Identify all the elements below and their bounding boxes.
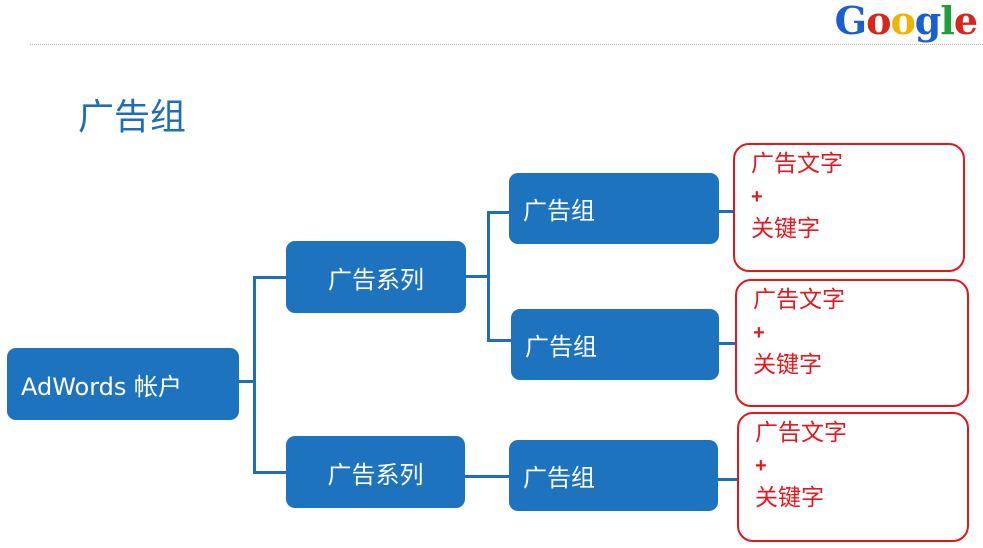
page-title: 广告组: [78, 97, 187, 138]
header-divider: [30, 44, 983, 45]
ad-text-label: 广告文字: [755, 420, 847, 446]
plus-sign: +: [753, 322, 765, 344]
ad-group-node: 广告组: [509, 173, 719, 244]
plus-sign: +: [755, 455, 767, 477]
ad-group-node: 广告组: [511, 309, 719, 380]
logo-letter: g: [914, 0, 942, 43]
ad-text-label: 广告文字: [751, 151, 843, 177]
connector: [253, 276, 286, 279]
ad-group-node: 广告组: [509, 440, 718, 511]
campaign-node: 广告系列: [286, 241, 466, 313]
campaign-label: 广告系列: [328, 265, 424, 294]
ad-detail-box: 广告文字 + 关键字: [735, 279, 969, 407]
account-node: AdWords 帐户: [7, 348, 239, 420]
google-logo: Google: [834, 0, 978, 43]
connector: [465, 275, 489, 278]
ad-group-label: 广告组: [523, 197, 595, 225]
ad-group-label: 广告组: [523, 464, 595, 492]
connector: [253, 471, 286, 474]
ad-text-label: 广告文字: [753, 287, 845, 313]
connector: [238, 380, 254, 383]
keyword-label: 关键字: [751, 216, 820, 242]
keyword-label: 关键字: [755, 485, 824, 511]
logo-letter: G: [834, 0, 867, 43]
campaign-node: 广告系列: [286, 436, 465, 508]
logo-letter: l: [940, 0, 954, 43]
account-label: AdWords 帐户: [21, 372, 183, 401]
keyword-label: 关键字: [753, 352, 822, 378]
ad-detail-box: 广告文字 + 关键字: [737, 412, 969, 542]
connector: [464, 475, 509, 478]
ad-group-label: 广告组: [525, 333, 597, 361]
connector: [253, 276, 256, 474]
connector: [487, 339, 511, 342]
connector: [487, 211, 509, 214]
logo-letter: o: [890, 0, 915, 43]
ad-detail-box: 广告文字 + 关键字: [733, 143, 965, 272]
logo-letter: o: [866, 0, 891, 43]
campaign-label: 广告系列: [327, 460, 424, 489]
plus-sign: +: [751, 186, 763, 208]
logo-letter: e: [953, 0, 978, 43]
connector: [487, 211, 490, 342]
